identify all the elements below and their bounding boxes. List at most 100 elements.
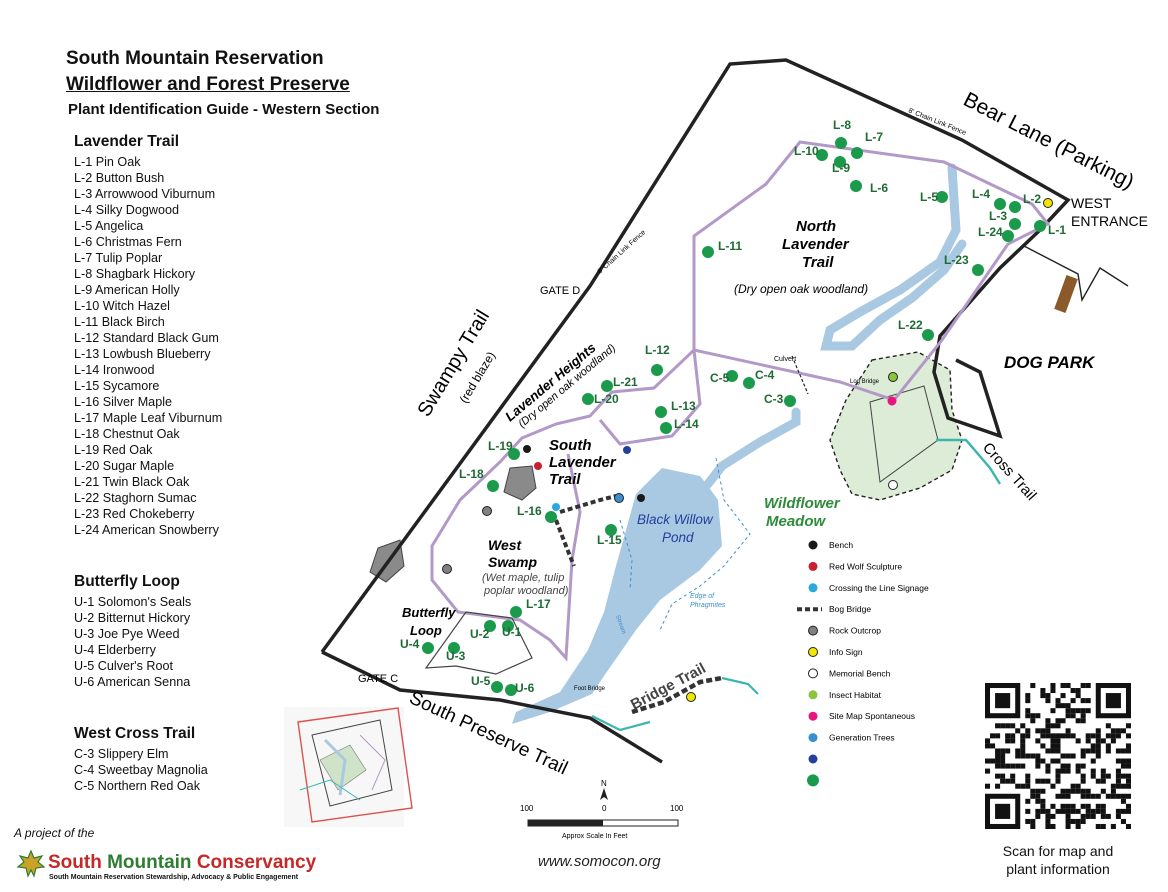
plant-marker-l-8[interactable] (835, 137, 847, 149)
insect-habitat-marker[interactable] (888, 372, 898, 382)
black-willow-label: Pond (662, 530, 694, 545)
stream (820, 163, 967, 351)
info-sign-marker[interactable] (1043, 198, 1053, 208)
plant-marker-label: L-5 (920, 190, 938, 204)
plant-marker-c-4[interactable] (743, 377, 755, 389)
memorial-bench-marker[interactable] (888, 480, 898, 490)
plant-marker-l-22[interactable] (922, 329, 934, 341)
plant-list-item: U-1 Solomon's Seals (74, 595, 192, 609)
plant-markers: L-1L-2L-3L-4L-5L-6L-7L-8L-9L-10L-11L-12L… (400, 118, 1066, 696)
section-heading: Lavender Trail (74, 133, 180, 150)
bench-marker[interactable] (523, 445, 531, 453)
plant-marker-l-2[interactable] (1009, 201, 1021, 213)
butterfly-loop-label: Butterfly (402, 605, 456, 620)
north-lavender-label: Trail (802, 254, 834, 271)
plant-marker-l-19[interactable] (508, 448, 520, 460)
west-entrance-label: WEST (1071, 195, 1112, 211)
plant-marker-l-10[interactable] (816, 149, 828, 161)
website-link[interactable]: www.somocon.org (538, 853, 661, 870)
plant-marker-label: L-6 (870, 181, 888, 195)
scale-caption: Approx Scale In Feet (562, 833, 627, 840)
plant-marker-u-5[interactable] (491, 681, 503, 693)
blue-marker[interactable] (623, 446, 631, 454)
org-name: South Mountain Conservancy (48, 852, 317, 873)
west-entrance-road (1023, 245, 1129, 303)
plant-marker-u-2[interactable] (484, 620, 496, 632)
legend-swatch (808, 540, 818, 550)
site-map-marker[interactable] (887, 396, 897, 406)
north-lavender-label: North (796, 218, 836, 235)
dog-park-label: DOG PARK (1004, 353, 1096, 372)
plant-marker-label: L-22 (898, 318, 923, 332)
plant-marker-u-4[interactable] (422, 642, 434, 654)
plant-marker-l-14[interactable] (660, 422, 672, 434)
bog-bridge (559, 494, 617, 514)
plant-marker-label: C-5 (710, 371, 730, 385)
plant-marker-l-17[interactable] (510, 606, 522, 618)
plant-marker-label: L-10 (794, 144, 819, 158)
rock-marker[interactable] (482, 506, 492, 516)
legend-label: Memorial Bench (829, 668, 891, 678)
plant-marker-l-15[interactable] (605, 524, 617, 536)
plant-marker-l-13[interactable] (655, 406, 667, 418)
plant-marker-l-12[interactable] (651, 364, 663, 376)
north-lavender-label: Lavender (782, 236, 850, 253)
legend-label: Bog Bridge (829, 604, 871, 614)
plant-marker-l-5[interactable] (936, 191, 948, 203)
west-entrance-label: ENTRANCE (1071, 213, 1148, 229)
plant-marker-label: L-11 (718, 239, 742, 253)
plant-marker-u-6[interactable] (505, 684, 517, 696)
plant-list-item: C-5 Northern Red Oak (74, 779, 200, 793)
plant-list-item: C-3 Slippery Elm (74, 747, 169, 761)
culvert-label: Culvert (774, 356, 796, 363)
plant-list-item: L-6 Christmas Fern (74, 235, 182, 249)
black-willow-pond (512, 468, 722, 724)
plant-marker-l-23[interactable] (972, 264, 984, 276)
plant-marker-l-24[interactable] (1002, 230, 1014, 242)
entrance-gate (1054, 275, 1078, 313)
generation-trees-marker[interactable] (614, 493, 624, 503)
red-wolf-sculpture-marker[interactable] (534, 462, 542, 470)
plant-marker-label: L-18 (459, 467, 484, 481)
legend-label: Crossing the Line Signage (829, 583, 929, 593)
plant-marker-u-3[interactable] (448, 642, 460, 654)
legend-swatch (808, 754, 818, 764)
bridge-trail (631, 675, 723, 715)
crossing-line-marker[interactable] (552, 503, 560, 511)
page-title-line2: Wildflower and Forest Preserve (66, 74, 350, 95)
plant-marker-l-1[interactable] (1034, 220, 1046, 232)
plant-marker-l-16[interactable] (545, 511, 557, 523)
plant-marker-l-18[interactable] (487, 480, 499, 492)
plant-marker-c-5[interactable] (726, 370, 738, 382)
qr-code-icon[interactable] (985, 683, 1131, 829)
page-subtitle: Plant Identification Guide - Western Sec… (68, 101, 380, 118)
plant-marker-l-4[interactable] (994, 198, 1006, 210)
plant-list-item: L-24 American Snowberry (74, 523, 219, 537)
plant-marker-l-7[interactable] (851, 147, 863, 159)
plant-marker-label: U-1 (502, 625, 522, 639)
plant-list-item: L-23 Red Chokeberry (74, 507, 195, 521)
plant-marker-u-1[interactable] (502, 620, 514, 632)
plant-marker-label: L-19 (488, 439, 513, 453)
plant-list-item: L-18 Chestnut Oak (74, 427, 180, 441)
plant-list-item: L-1 Pin Oak (74, 155, 141, 169)
plant-marker-l-21[interactable] (601, 380, 613, 392)
plant-marker-l-3[interactable] (1009, 218, 1021, 230)
plant-marker-l-20[interactable] (582, 393, 594, 405)
south-lavender-label: South (549, 437, 592, 454)
plant-marker-label: L-8 (833, 118, 851, 132)
lavender-trail-branch (598, 349, 702, 446)
plant-marker-l-9[interactable] (834, 156, 846, 168)
info-sign-marker[interactable] (686, 692, 696, 702)
rock-marker[interactable] (442, 564, 452, 574)
plant-marker-c-3[interactable] (784, 395, 796, 407)
phragmites-label: Edge of (690, 593, 715, 600)
plant-marker-l-6[interactable] (850, 180, 862, 192)
bench-marker[interactable] (637, 494, 645, 502)
lavender-heights-label: Lavender Heights (502, 340, 599, 425)
plant-marker-l-11[interactable] (702, 246, 714, 258)
wildflower-meadow-label: Wildflower (764, 495, 841, 512)
plant-marker-label: L-9 (832, 161, 850, 175)
fence-label: 8' Chain Link Fence (907, 107, 967, 137)
